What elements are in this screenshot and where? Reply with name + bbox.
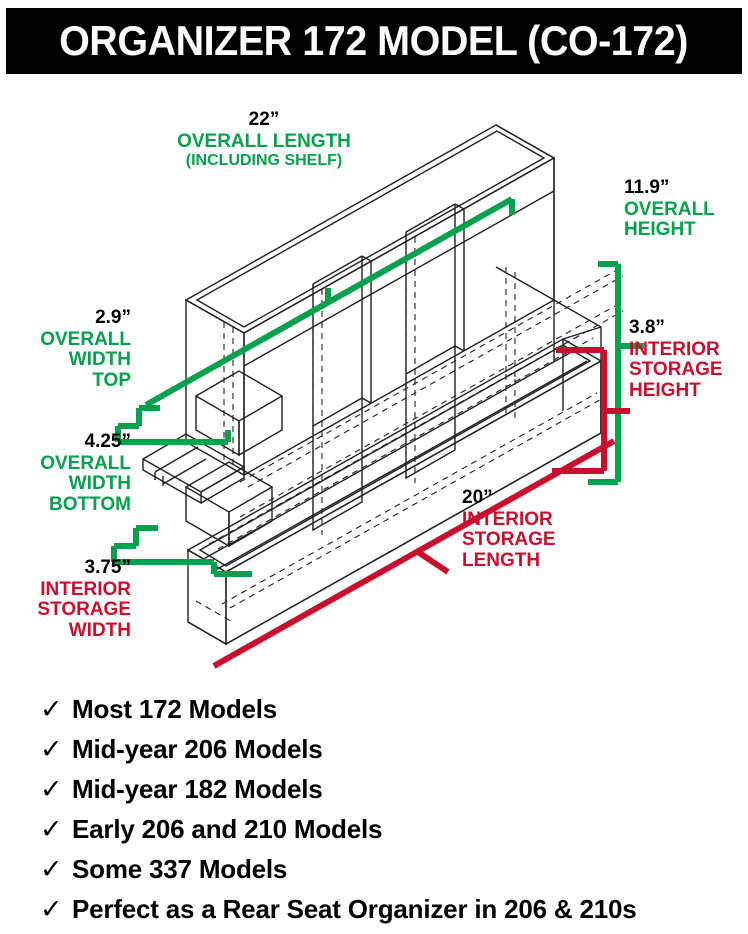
leader-interior-storage-length: [212, 438, 616, 669]
list-item-label: Mid-year 206 Models: [72, 734, 323, 764]
callout-overall-width-top-name-line1: OVERALL: [40, 328, 131, 350]
callout-overall-length: 22” OVERALL LENGTH (INCLUDING SHELF): [140, 109, 388, 170]
callout-overall-length-value: 22”: [248, 109, 280, 130]
callout-interior-storage-height-name-line2: STORAGE: [629, 359, 723, 381]
check-icon: ✓: [40, 774, 63, 805]
callout-interior-storage-height-name-line3: HEIGHT: [629, 379, 701, 401]
callout-overall-height-name-line2: HEIGHT: [624, 219, 696, 241]
callout-overall-height: 11.9” OVERALL HEIGHT: [624, 177, 744, 241]
list-item: ✓ Most 172 Models: [40, 694, 740, 734]
callout-interior-storage-length-value: 20”: [462, 487, 493, 508]
callout-overall-height-name-line1: OVERALL: [624, 198, 715, 220]
upper-box-right-end-face: [495, 124, 555, 302]
callout-overall-width-top-value: 2.9”: [95, 307, 131, 328]
callout-overall-width-top: 2.9” OVERALL WIDTH TOP: [0, 307, 131, 391]
product-dimension-diagram: [0, 78, 748, 688]
callout-interior-storage-height: 3.8” INTERIOR STORAGE HEIGHT: [629, 317, 747, 401]
callout-interior-storage-width-name-line1: INTERIOR: [40, 578, 131, 600]
leader-overall-width-top: [115, 405, 231, 445]
list-item: ✓ Mid-year 182 Models: [40, 774, 740, 814]
callout-interior-storage-width-name-line3: WIDTH: [68, 619, 131, 641]
callout-interior-storage-length-name-line1: INTERIOR: [462, 508, 553, 530]
internal-struts: [312, 374, 516, 535]
check-icon: ✓: [40, 814, 63, 845]
left-end-lower-compartment: [184, 461, 274, 548]
callout-overall-width-bottom-name-line1: OVERALL: [40, 452, 131, 474]
leader-overall-length: [144, 196, 515, 408]
isometric-drawing-svg: [111, 124, 644, 669]
page-title: ORGANIZER 172 MODEL (CO-172): [59, 17, 689, 64]
list-item: ✓ Some 337 Models: [40, 854, 740, 894]
callout-interior-storage-length-name-line3: LENGTH: [462, 549, 541, 571]
compatibility-feature-list: ✓ Most 172 Models ✓ Mid-year 206 Models …: [40, 694, 740, 934]
callout-interior-storage-width-name-line2: STORAGE: [37, 599, 131, 621]
leader-overall-height: [588, 261, 644, 485]
list-item: ✓ Perfect as a Rear Seat Organizer in 20…: [40, 894, 740, 934]
red-dimension-leaders: [212, 347, 630, 669]
callout-overall-width-bottom-name-line3: BOTTOM: [49, 493, 131, 515]
upper-box-front-face: [243, 156, 555, 477]
list-item-label: Most 172 Models: [72, 694, 278, 724]
callout-interior-storage-height-value: 3.8”: [629, 317, 665, 338]
list-item-label: Mid-year 182 Models: [72, 774, 323, 804]
list-item: ✓ Early 206 and 210 Models: [40, 814, 740, 854]
callout-overall-width-bottom-name-line2: WIDTH: [68, 473, 131, 495]
middle-back-plate: [239, 270, 624, 523]
callout-interior-storage-width: 3.75” INTERIOR STORAGE WIDTH: [0, 557, 131, 641]
check-icon: ✓: [40, 734, 63, 765]
callout-overall-width-bottom-value: 4.25”: [84, 431, 131, 452]
title-banner: ORGANIZER 172 MODEL (CO-172): [6, 8, 742, 74]
callout-overall-width-top-name-line3: TOP: [92, 369, 131, 391]
check-icon: ✓: [40, 694, 63, 725]
callout-interior-storage-length-name-line2: STORAGE: [462, 529, 556, 551]
check-icon: ✓: [40, 894, 63, 925]
list-item-label: Some 337 Models: [72, 854, 288, 884]
list-item: ✓ Mid-year 206 Models: [40, 734, 740, 774]
callout-overall-length-name: OVERALL LENGTH: [177, 130, 351, 152]
callout-overall-width-top-name-line2: WIDTH: [68, 349, 131, 371]
list-item-label: Perfect as a Rear Seat Organizer in 206 …: [72, 894, 637, 924]
callout-overall-width-bottom: 4.25” OVERALL WIDTH BOTTOM: [0, 431, 131, 515]
callout-overall-height-value: 11.9”: [624, 177, 670, 198]
callout-interior-storage-width-value: 3.75”: [84, 557, 131, 578]
green-dimension-leaders: [111, 196, 644, 577]
callout-overall-length-sub: (INCLUDING SHELF): [185, 152, 343, 170]
internal-strut-outlines: [312, 344, 456, 532]
check-icon: ✓: [40, 854, 63, 885]
leader-overall-width-bottom: [111, 525, 252, 577]
list-item-label: Early 206 and 210 Models: [72, 814, 383, 844]
callout-interior-storage-length: 20” INTERIOR STORAGE LENGTH: [462, 487, 622, 571]
callout-interior-storage-height-name-line1: INTERIOR: [629, 338, 720, 360]
